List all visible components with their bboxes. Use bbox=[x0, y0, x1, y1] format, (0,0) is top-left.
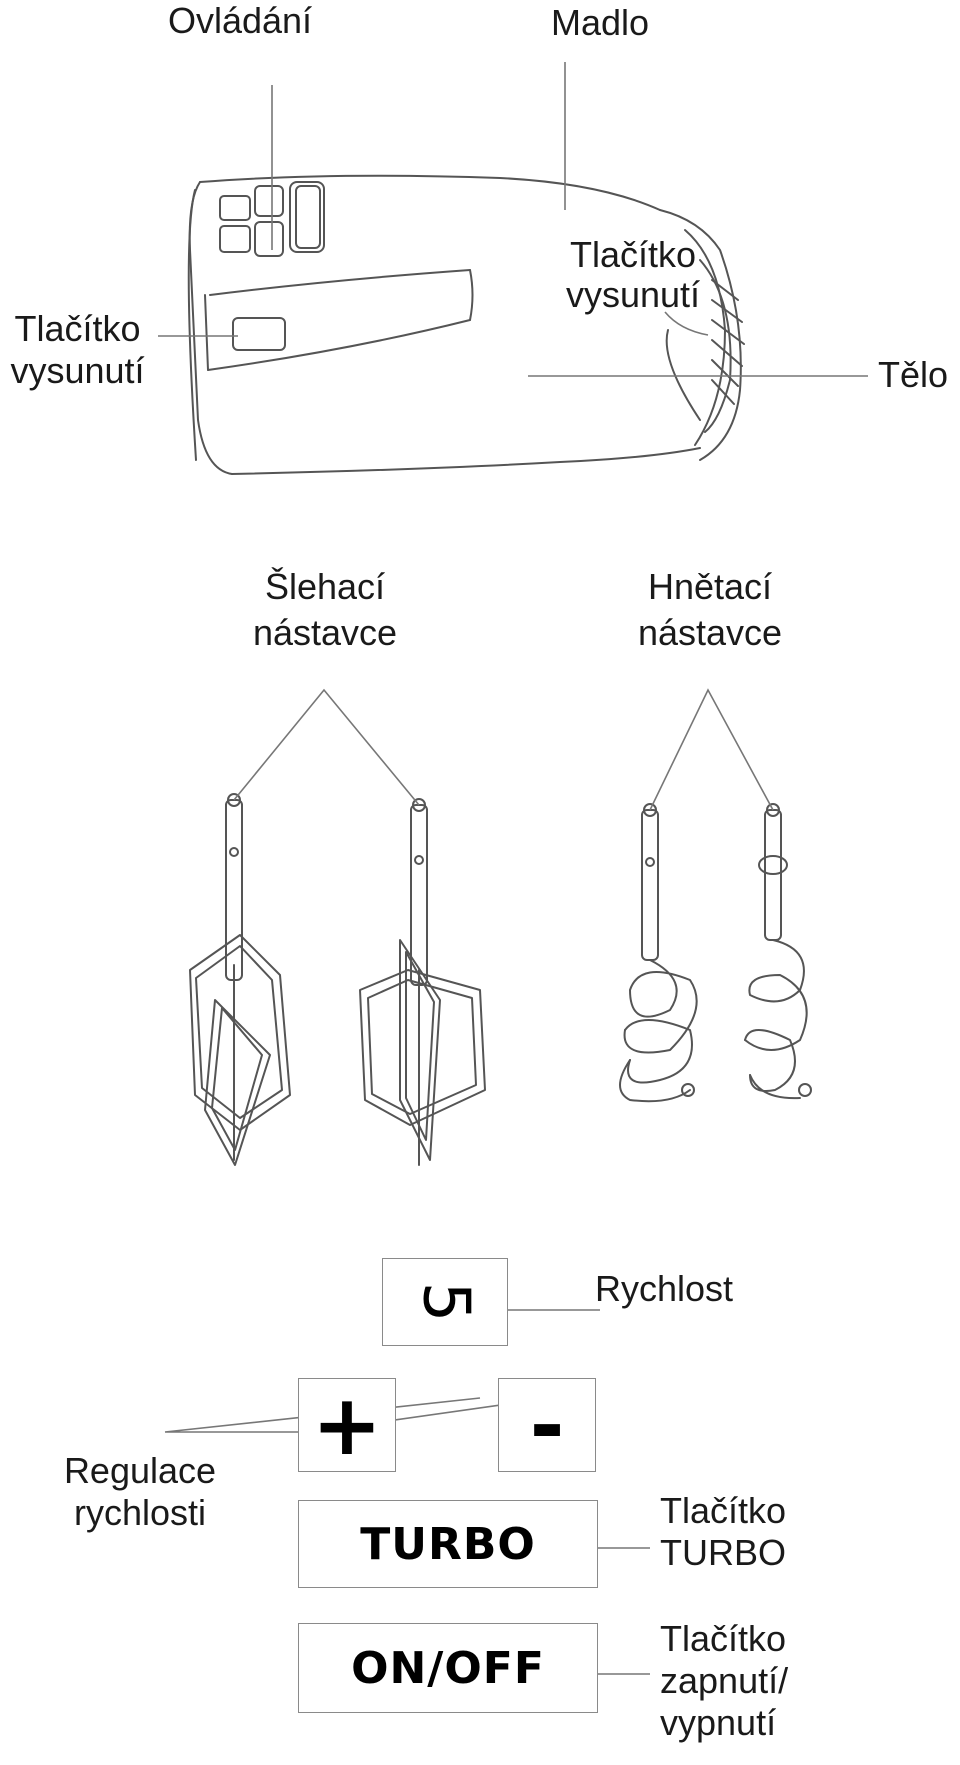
minus-icon: - bbox=[529, 1376, 565, 1474]
onoff-button-label: ON/OFF bbox=[351, 1642, 545, 1694]
leader-eject-mid bbox=[664, 311, 709, 336]
label-regulace-line2: rychlosti bbox=[73, 1492, 207, 1533]
leader-slehaci bbox=[233, 688, 420, 806]
label-onoff-line2: zapnutí/ bbox=[660, 1660, 789, 1701]
dough-hook-right-drawing bbox=[744, 803, 812, 1100]
whisk-left-drawing bbox=[189, 793, 291, 1166]
dough-hook-left-drawing bbox=[619, 803, 698, 1103]
mixer-body-drawing bbox=[187, 174, 745, 475]
speed-display-value: 5 bbox=[408, 1281, 482, 1323]
plus-icon: + bbox=[311, 1376, 383, 1474]
label-eject-mid-line2: vysunutí bbox=[565, 274, 701, 315]
turbo-button[interactable]: TURBO bbox=[298, 1500, 598, 1588]
label-onoff-line1: Tlačítko bbox=[660, 1618, 787, 1659]
label-telo: Tělo bbox=[878, 354, 949, 395]
label-rychlost: Rychlost bbox=[595, 1268, 734, 1309]
turbo-button-label: TURBO bbox=[360, 1518, 536, 1570]
minus-button[interactable]: - bbox=[498, 1378, 596, 1472]
label-turbo-line1: Tlačítko bbox=[660, 1490, 787, 1531]
label-eject-left-line1: Tlačítko bbox=[14, 308, 141, 349]
leader-hnetaci bbox=[649, 688, 774, 811]
label-hnetaci-line1: Hnětací bbox=[647, 566, 773, 607]
label-turbo-line2: TURBO bbox=[660, 1532, 786, 1573]
onoff-button[interactable]: ON/OFF bbox=[298, 1623, 598, 1713]
label-ovladani: Ovládání bbox=[167, 0, 313, 41]
whisk-right-drawing bbox=[359, 798, 486, 1166]
label-eject-left-line2: vysunutí bbox=[10, 350, 145, 391]
label-eject-mid-line1: Tlačítko bbox=[569, 234, 697, 275]
label-regulace-line1: Regulace bbox=[63, 1450, 217, 1491]
label-slehaci-line1: Šlehací bbox=[264, 566, 386, 607]
label-hnetaci-line2: nástavce bbox=[637, 612, 783, 653]
label-slehaci-line2: nástavce bbox=[252, 612, 398, 653]
label-onoff-line3: vypnutí bbox=[660, 1702, 777, 1743]
speed-display: 5 bbox=[382, 1258, 508, 1346]
plus-button[interactable]: + bbox=[298, 1378, 396, 1472]
label-madlo: Madlo bbox=[550, 2, 650, 43]
